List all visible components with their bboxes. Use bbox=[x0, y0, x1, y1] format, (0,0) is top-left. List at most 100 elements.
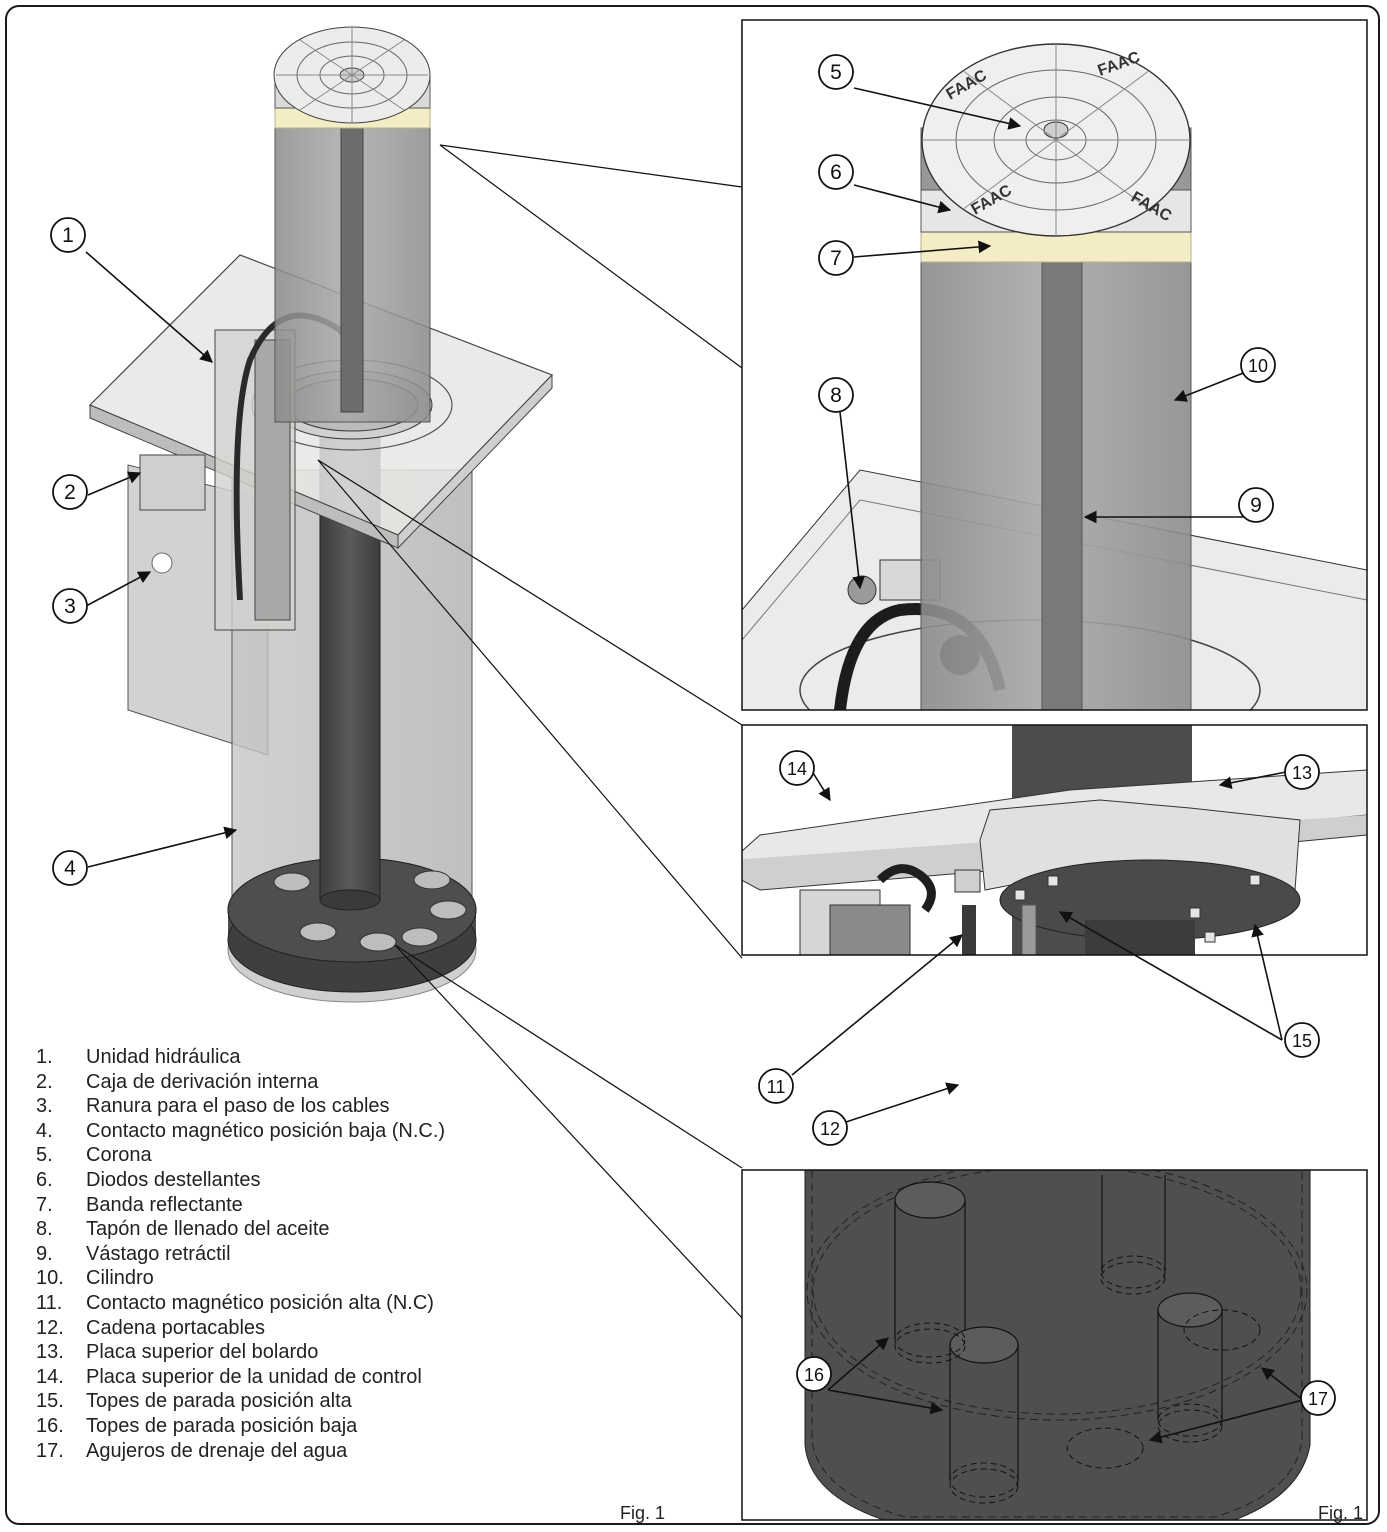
junction-box bbox=[139, 454, 206, 511]
legend-item: 12. Cadena portacables bbox=[36, 1316, 445, 1341]
callout-2: 2 bbox=[52, 474, 88, 510]
legend-number: 9. bbox=[36, 1242, 53, 1265]
legend-number: 14. bbox=[36, 1365, 64, 1388]
panel-top-detail: FAAC FAAC FAAC FAAC bbox=[741, 19, 1368, 711]
svg-text:1: 1 bbox=[62, 224, 74, 247]
callout-4: 4 bbox=[52, 850, 88, 886]
legend-text: Ranura para el paso de los cables bbox=[86, 1095, 390, 1118]
legend-number: 11. bbox=[36, 1291, 63, 1314]
legend-list: 1. Unidad hidráulica 2. Caja de derivación … bbox=[36, 1045, 445, 1463]
legend-text: Topes de parada posición baja bbox=[86, 1414, 358, 1437]
callouts-left bbox=[85, 251, 238, 868]
legend-text: Agujeros de drenaje del agua bbox=[86, 1439, 348, 1462]
callout-17: 17 bbox=[1300, 1380, 1336, 1416]
legend-text: Vástago retráctil bbox=[86, 1242, 231, 1265]
cable-slot bbox=[151, 552, 173, 574]
callout-7: 7 bbox=[818, 240, 854, 276]
legend-text: Diodos destellantes bbox=[86, 1168, 261, 1191]
main-assembly bbox=[88, 26, 554, 1003]
legend-number: 10. bbox=[36, 1267, 64, 1290]
legend-text: Placa superior de la unidad de control bbox=[86, 1365, 422, 1388]
callout-16: 16 bbox=[796, 1356, 832, 1392]
svg-text:4: 4 bbox=[64, 857, 76, 880]
legend-item: 4. Contacto magnético posición baja (N.C.… bbox=[36, 1119, 445, 1144]
svg-text:16: 16 bbox=[804, 1365, 824, 1385]
legend-number: 6. bbox=[36, 1168, 53, 1191]
legend-number: 7. bbox=[36, 1193, 53, 1216]
legend-text: Contacto magnético posición alta (N.C) bbox=[86, 1291, 434, 1314]
svg-text:17: 17 bbox=[1308, 1389, 1328, 1409]
svg-text:5: 5 bbox=[830, 61, 842, 84]
svg-text:9: 9 bbox=[1250, 494, 1262, 517]
legend-number: 1. bbox=[36, 1046, 53, 1068]
fig-label-right: Fig. 1 bbox=[1318, 1503, 1364, 1523]
legend-text: Caja de derivación interna bbox=[86, 1070, 319, 1093]
legend-item: 10. Cilindro bbox=[36, 1266, 445, 1291]
callout-8: 8 bbox=[818, 377, 854, 413]
legend-number: 16. bbox=[36, 1414, 64, 1437]
svg-text:12: 12 bbox=[820, 1119, 840, 1139]
legend-item: 5. Corona bbox=[36, 1143, 445, 1168]
callout-1: 1 bbox=[50, 217, 86, 253]
svg-text:15: 15 bbox=[1292, 1031, 1312, 1051]
svg-text:6: 6 bbox=[830, 161, 842, 184]
base-holes bbox=[273, 870, 467, 952]
legend-item: 13. Placa superior del bolardo bbox=[36, 1340, 445, 1365]
callout-9: 9 bbox=[1238, 487, 1274, 523]
legend-number: 3. bbox=[36, 1095, 53, 1118]
svg-text:7: 7 bbox=[830, 247, 842, 270]
legend-item: 17. Agujeros de drenaje del agua bbox=[36, 1439, 445, 1464]
fig-label-left: Fig. 1 bbox=[620, 1503, 666, 1523]
callout-14: 14 bbox=[779, 750, 815, 786]
callout-11: 11 bbox=[758, 1068, 794, 1104]
legend-text: Cilindro bbox=[86, 1267, 154, 1290]
legend-item: 15. Topes de parada posición alta bbox=[36, 1389, 445, 1414]
legend-text: Unidad hidráulica bbox=[86, 1046, 241, 1068]
svg-text:13: 13 bbox=[1292, 763, 1312, 783]
legend-text: Cadena portacables bbox=[86, 1316, 266, 1339]
svg-text:8: 8 bbox=[830, 384, 842, 407]
callout-6: 6 bbox=[818, 154, 854, 190]
legend-item: 2. Caja de derivación interna bbox=[36, 1070, 445, 1095]
outer-frame bbox=[5, 5, 1380, 1525]
legend-number: 4. bbox=[36, 1119, 53, 1142]
legend-item: 1. Unidad hidráulica bbox=[36, 1045, 445, 1070]
legend-text: Contacto magnético posición baja (N.C.) bbox=[86, 1119, 446, 1142]
legend-item: 8. Tapón de llenado del aceite bbox=[36, 1217, 445, 1242]
panel-middle-detail bbox=[741, 724, 1368, 1124]
legend-item: 11. Contacto magnético posición alta (N.C… bbox=[36, 1291, 445, 1316]
svg-text:3: 3 bbox=[64, 595, 76, 618]
callout-12: 12 bbox=[812, 1110, 848, 1146]
legend-text: Corona bbox=[86, 1144, 152, 1167]
callout-15: 15 bbox=[1284, 1022, 1320, 1058]
svg-text:2: 2 bbox=[64, 481, 76, 504]
legend-item: 6. Diodos destellantes bbox=[36, 1168, 445, 1193]
callout-10: 10 bbox=[1240, 347, 1276, 383]
svg-text:11: 11 bbox=[767, 1077, 786, 1097]
legend-number: 13. bbox=[36, 1341, 64, 1364]
legend-item: 16. Topes de parada posición baja bbox=[36, 1414, 445, 1439]
legend-item: 14. Placa superior de la unidad de contro… bbox=[36, 1365, 445, 1390]
svg-text:14: 14 bbox=[787, 759, 807, 779]
callout-13: 13 bbox=[1284, 754, 1320, 790]
legend-number: 12. bbox=[36, 1316, 64, 1339]
callout-5: 5 bbox=[818, 54, 854, 90]
legend-item: 9. Vástago retráctil bbox=[36, 1242, 445, 1267]
svg-text:10: 10 bbox=[1248, 356, 1268, 376]
callout-3: 3 bbox=[52, 588, 88, 624]
legend-number: 15. bbox=[36, 1390, 64, 1413]
retractable-rod bbox=[340, 81, 364, 413]
legend-item: 3. Ranura para el paso de los cables bbox=[36, 1094, 445, 1119]
legend-text: Banda reflectante bbox=[86, 1193, 243, 1216]
legend-text: Tapón de llenado del aceite bbox=[86, 1218, 330, 1241]
legend-number: 5. bbox=[36, 1144, 53, 1167]
legend-number: 8. bbox=[36, 1218, 53, 1241]
panel-bottom-detail bbox=[741, 1169, 1368, 1521]
legend-number: 2. bbox=[36, 1070, 53, 1093]
legend-text: Topes de parada posición alta bbox=[86, 1390, 352, 1413]
legend-number: 17. bbox=[36, 1439, 64, 1462]
legend-text: Placa superior del bolardo bbox=[86, 1341, 319, 1364]
legend-item: 7. Banda reflectante bbox=[36, 1193, 445, 1218]
